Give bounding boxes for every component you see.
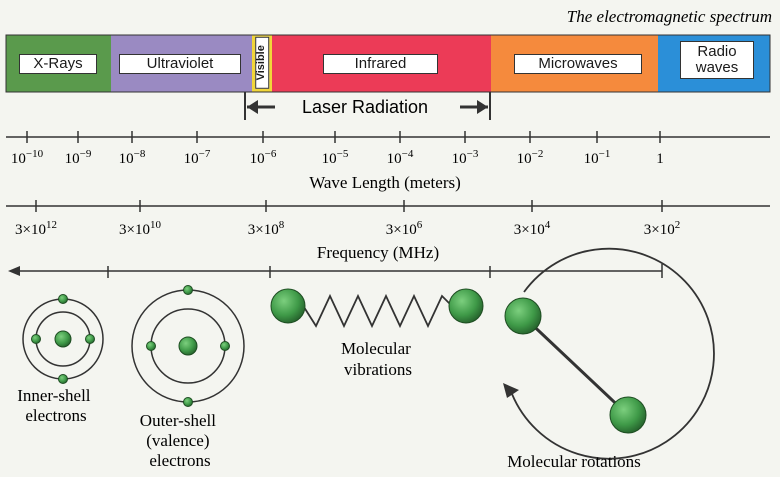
inner-shell-atom-icon — [22, 294, 104, 384]
laser-bracket — [244, 92, 491, 120]
frequency-tick-label: 3×108 — [248, 219, 285, 238]
frequency-axis: 3×1012 3×1010 3×108 3×106 3×104 3×102 Frequen… — [6, 200, 770, 262]
band-label-radio: Radio waves — [680, 41, 754, 79]
outer-shell-label: Outer-shell (valence) electrons — [140, 411, 220, 470]
wavelength-tick-label: 10−6 — [250, 148, 277, 167]
wavelength-tick-label: 10−4 — [387, 148, 414, 167]
band-label-infrared: Infrared — [323, 54, 438, 74]
wavelength-tick-label: 10−2 — [517, 148, 544, 167]
frequency-axis-label: Frequency (MHz) — [317, 243, 439, 262]
band-label-visible: Visible — [255, 36, 269, 89]
spectrum-border — [5, 34, 771, 93]
wavelength-tick-label: 10−1 — [584, 148, 611, 167]
band-label-xrays: X-Rays — [19, 54, 97, 74]
wavelength-tick-label: 10−8 — [119, 148, 146, 167]
molecular-vibration-icon — [270, 288, 484, 329]
wavelength-axis-label: Wave Length (meters) — [309, 173, 461, 192]
molecular-vibrations-label: Molecular vibrations — [341, 339, 415, 379]
laser-radiation-label: Laser Radiation — [302, 97, 428, 117]
diagram-title: The electromagnetic spectrum — [567, 7, 772, 26]
frequency-tick-label: 3×106 — [386, 219, 423, 238]
effects-arrow — [8, 264, 663, 278]
frequency-tick-label: 3×1012 — [15, 219, 57, 238]
molecular-rotation-icon — [503, 247, 715, 460]
band-label-ultraviolet: Ultraviolet — [119, 54, 241, 74]
frequency-tick-label: 3×102 — [644, 219, 680, 238]
outer-shell-atom-icon — [131, 285, 245, 407]
wavelength-tick-label: 10−9 — [65, 148, 92, 167]
wavelength-tick-label: 10−10 — [11, 148, 44, 167]
wavelength-tick-label: 10−3 — [452, 148, 479, 167]
frequency-tick-label: 3×1010 — [119, 219, 161, 238]
frequency-tick-label: 3×104 — [514, 219, 551, 238]
wavelength-tick-label: 10−7 — [184, 148, 211, 167]
wavelength-tick-label: 1 — [656, 151, 664, 167]
molecular-rotations-label: Molecular rotations — [507, 452, 641, 471]
wavelength-axis: 10−10 10−9 10−8 10−7 10−6 10−5 10−4 10−3 10−2 10−… — [6, 131, 770, 192]
wavelength-tick-label: 10−5 — [322, 148, 349, 167]
band-label-microwaves: Microwaves — [514, 54, 642, 74]
inner-shell-label: Inner-shell electrons — [17, 386, 95, 425]
